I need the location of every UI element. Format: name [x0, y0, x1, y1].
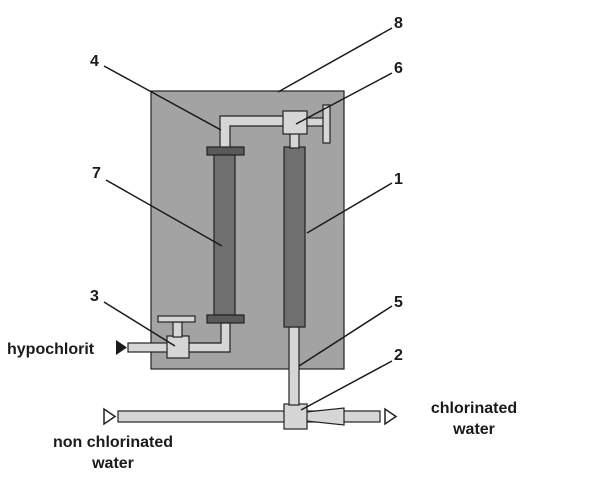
valve-bottom-handle: [157, 315, 196, 323]
valve-bottom-stem: [172, 321, 183, 338]
hypochlorit-inlet-pipe: [127, 342, 169, 353]
valve-top-body: [282, 110, 308, 135]
label-hypochlorit: hypochlorit: [7, 341, 95, 358]
label-3: 3: [90, 288, 99, 305]
column-left-top-cap: [206, 146, 245, 156]
column-left-bottom-cap: [206, 314, 245, 324]
leader-2: [300, 360, 393, 411]
label-8: 8: [394, 15, 403, 32]
leader-8: [277, 27, 393, 93]
label-non-chlorinated-1: non chlorinated: [53, 434, 173, 451]
leader-6: [295, 72, 393, 125]
valve-bottom-body: [166, 335, 190, 359]
label-non-chlorinated-2: water: [91, 455, 134, 472]
label-chlorinated-2: water: [452, 421, 495, 438]
dosing-column-left: [213, 154, 236, 316]
injector-body: [283, 403, 308, 430]
leader-5: [298, 305, 393, 367]
label-4: 4: [90, 53, 99, 70]
label-chlorinated-1: chlorinated: [431, 400, 517, 417]
leader-1: [306, 182, 393, 234]
leader-3: [103, 301, 176, 347]
main-water-pipe: [117, 410, 381, 423]
valve-top-handle: [322, 104, 331, 144]
leader-7: [105, 179, 223, 247]
suction-pipe: [288, 326, 300, 406]
label-2: 2: [394, 347, 403, 364]
label-1: 1: [394, 171, 403, 188]
leader-4: [103, 65, 222, 131]
label-6: 6: [394, 60, 403, 77]
label-7: 7: [92, 165, 101, 182]
label-5: 5: [394, 294, 403, 311]
inlet-arrow-icon: [103, 407, 117, 426]
hypochlorit-arrow-icon: [116, 340, 127, 355]
outlet-arrow-icon: [384, 407, 398, 426]
valve-top-stem: [306, 117, 325, 127]
dosing-column-right: [283, 146, 306, 328]
